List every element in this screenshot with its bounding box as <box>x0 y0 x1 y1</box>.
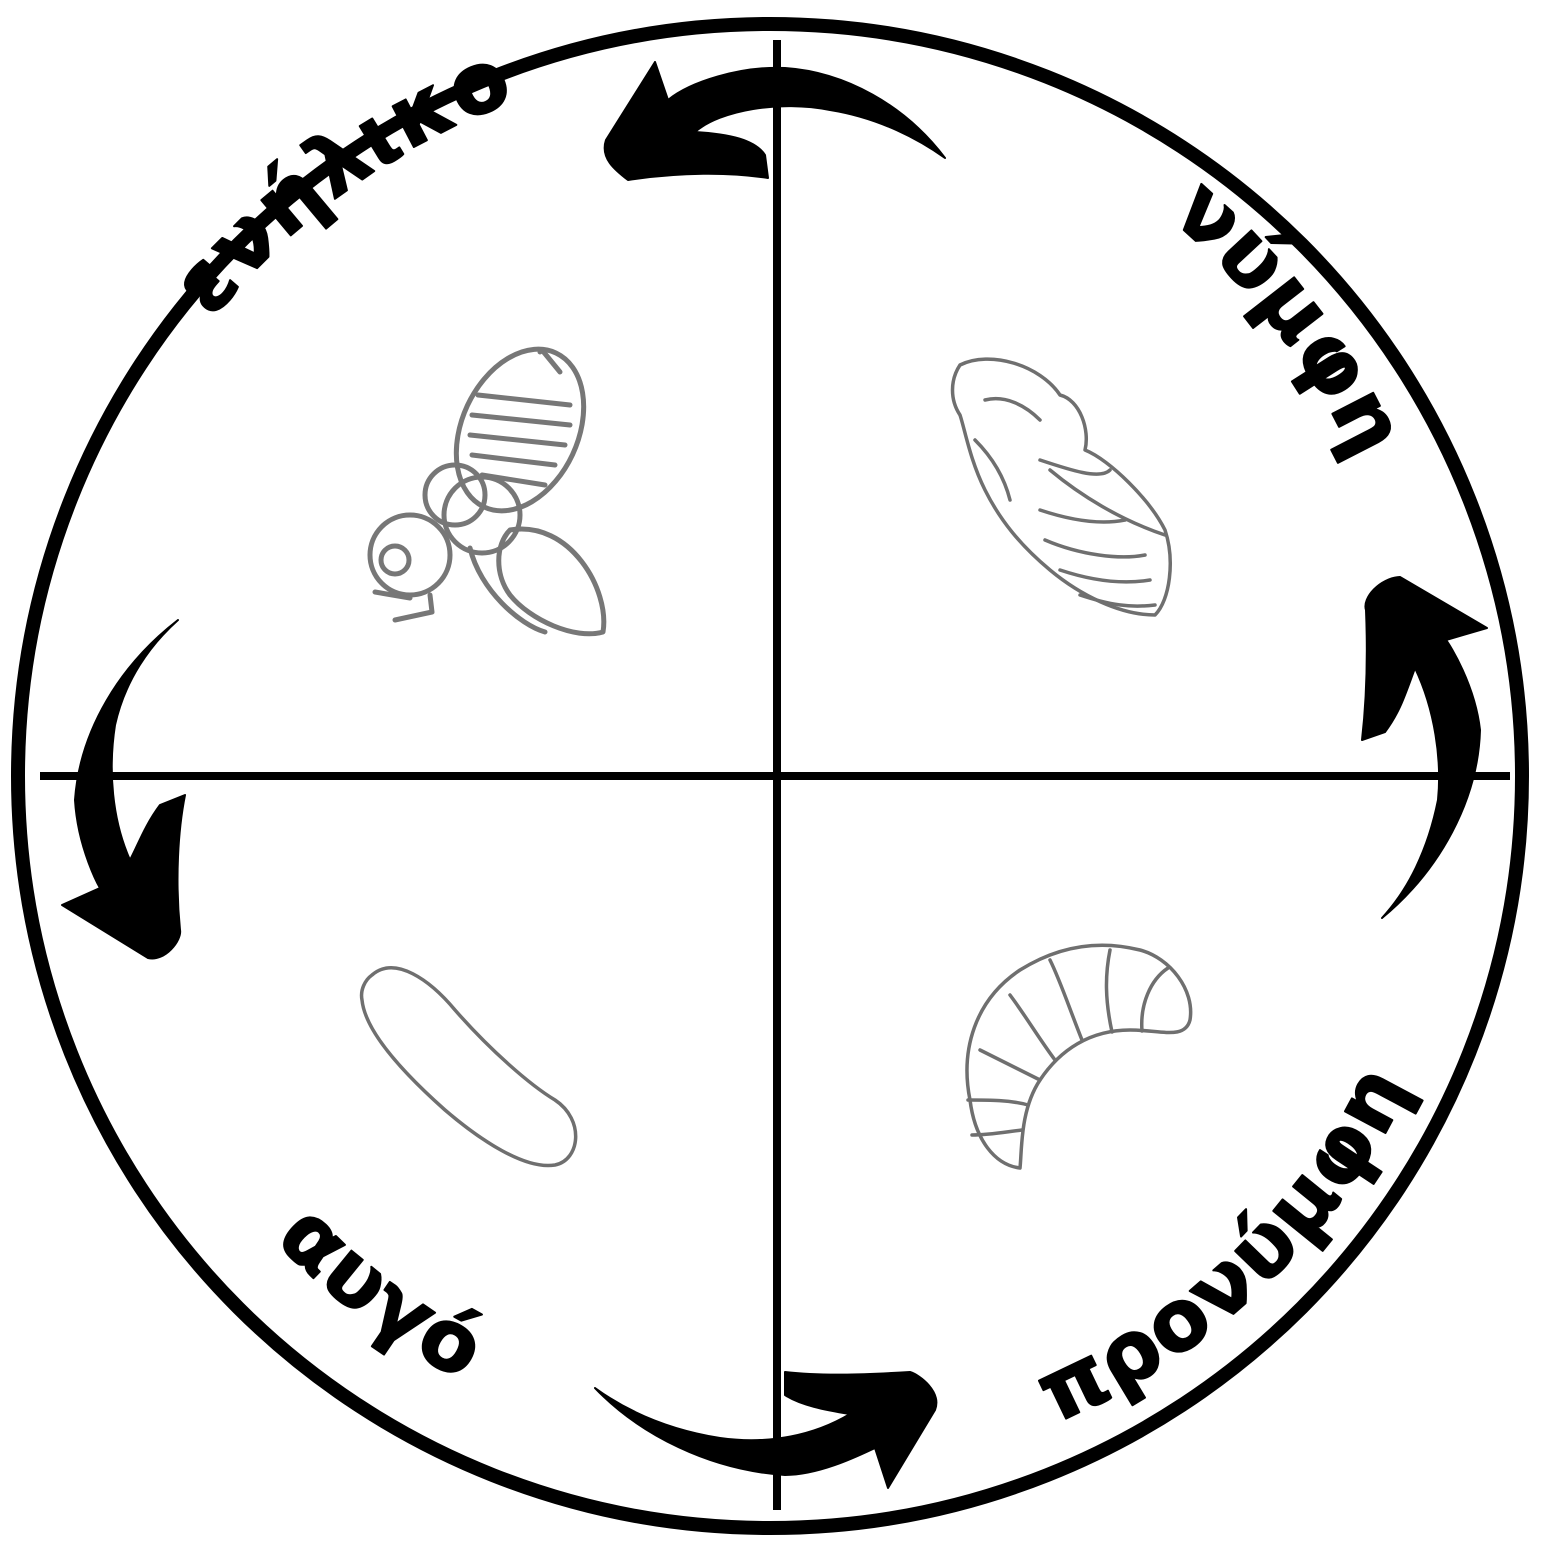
fly-icon <box>370 328 608 633</box>
cycle-arrow-bottom <box>595 1372 936 1488</box>
pupa-icon <box>953 359 1171 615</box>
stage-label-adult: ενήλικο <box>153 27 526 332</box>
larva-icon <box>967 945 1191 1168</box>
cycle-arrow-right <box>1362 577 1487 918</box>
egg-icon <box>362 968 576 1166</box>
cycle-arrow-left <box>62 620 185 958</box>
stage-label-pupa: νύμφη <box>1156 159 1427 471</box>
